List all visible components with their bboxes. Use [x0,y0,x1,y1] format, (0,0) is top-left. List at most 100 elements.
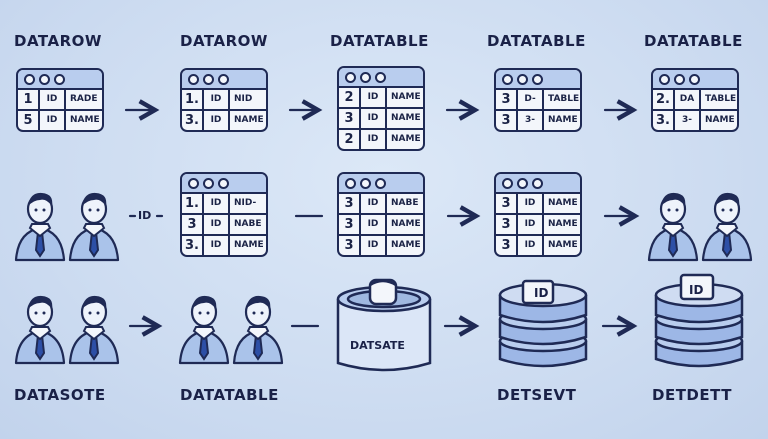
row-number: 2. [653,90,675,109]
datastore-bucket-icon [336,278,432,372]
people-group-icon [14,192,120,262]
window-dot-icon [188,177,199,189]
row-number: 3 [339,236,361,255]
row-name: RADE [70,94,98,104]
window-dot-icon [39,73,50,85]
row-id: ID [204,194,230,213]
row-name: NAME [391,240,421,250]
window-dot-icon [54,73,65,85]
window-dot-icon [659,73,670,85]
window-bar [496,174,580,194]
row-number: 1. [182,194,204,213]
window-dot-icon [345,177,356,189]
row-name: NAME [548,240,578,250]
row-number: 3 [496,194,518,213]
window-dot-icon [375,177,386,189]
row-id: ID [40,90,66,109]
window-bar [182,174,266,194]
window-dot-icon [674,73,685,85]
row-name: NAME [391,92,421,102]
row-id: ID [361,130,387,149]
row-id: ID [361,88,387,107]
row-number: 3. [182,111,204,130]
row-id: ID [518,215,544,234]
row-name: NID- [234,198,257,208]
window-dot-icon [517,177,528,189]
row-name: NAME [548,219,578,229]
window-dot-icon [532,177,543,189]
row-id: ID [204,111,230,130]
row-id: ID [361,215,387,234]
row-id: ID [40,111,66,130]
row-name: NAME [391,113,421,123]
window-dot-icon [218,73,229,85]
row-id: DA [675,90,701,109]
window-dot-icon [360,177,371,189]
row-number: 2 [339,88,361,107]
window-bar [496,70,580,90]
row-name: NABE [234,219,262,229]
header-datatable-2: DATATABLE [487,32,586,50]
row-number: 3. [653,111,675,130]
window-dot-icon [218,177,229,189]
db-id-label: ID [534,286,549,300]
header-datatable-3: DATATABLE [644,32,743,50]
footer-detdett: DETDETT [652,386,732,404]
row-number: 3 [496,236,518,255]
row-number: 5 [18,111,40,130]
people-group-icon [14,295,120,365]
row-name: NAME [234,240,264,250]
row-id: ID [518,236,544,255]
row-number: 3 [339,109,361,128]
window-dot-icon [517,73,528,85]
header-datarow-2: DATAROW [180,32,268,50]
window-bar [339,174,423,194]
table-row: 1.ID NID- [182,194,266,215]
row-number: 3 [496,90,518,109]
table-row: 3.3-NAME [653,111,737,130]
connector-label: ID [138,209,152,222]
row-number: 3 [496,215,518,234]
footer-datatable: DATATABLE [180,386,279,404]
row-id: ID [361,236,387,255]
database-icon [654,273,744,368]
people-group-icon [647,192,753,262]
window-dot-icon [203,177,214,189]
row-number: 1 [18,90,40,109]
row-id: D- [518,90,544,109]
window-dot-icon [188,73,199,85]
window-dot-icon [689,73,700,85]
window-dot-icon [360,71,371,83]
window-dot-icon [502,73,513,85]
footer-datasote: DATASOTE [14,386,106,404]
people-group-icon [178,295,284,365]
row-number: 3 [339,194,361,213]
row-id: ID [204,90,230,109]
window-bar [339,68,423,88]
row-id: 3- [675,111,701,130]
row-name: NID [234,94,253,104]
window-dot-icon [203,73,214,85]
window-dot-icon [345,71,356,83]
row-id: ID [204,215,230,234]
row-id: ID [361,109,387,128]
